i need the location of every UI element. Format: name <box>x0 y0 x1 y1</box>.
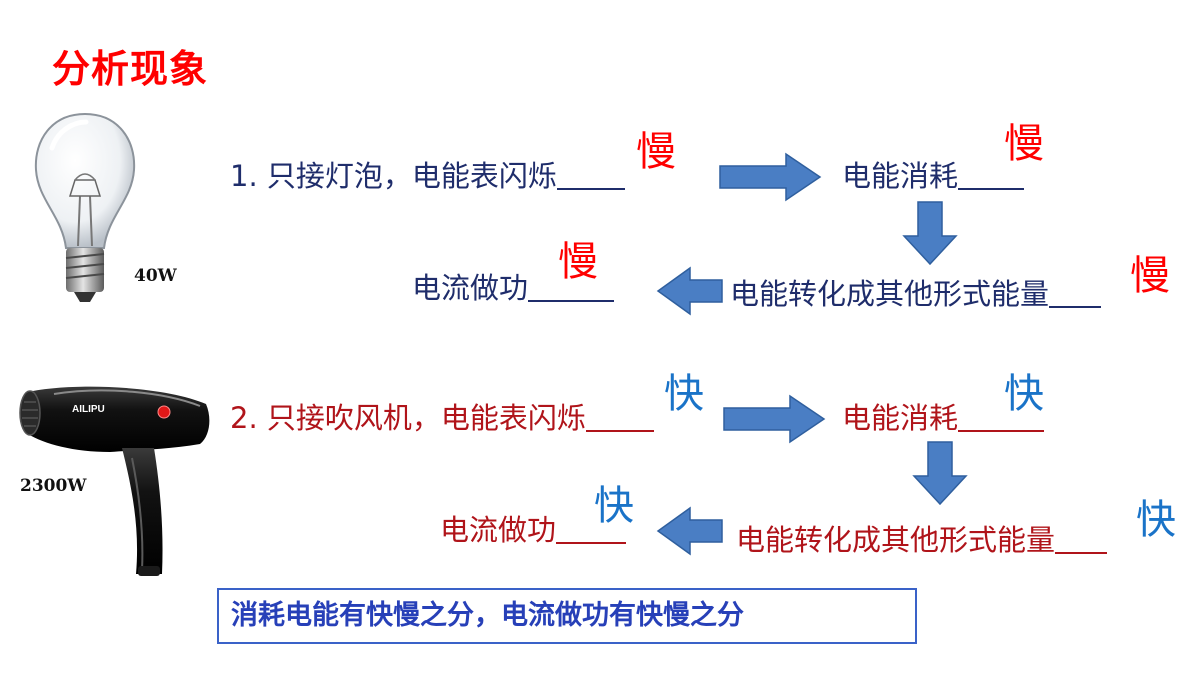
case2-blank-3 <box>1055 522 1108 554</box>
case2-step1-text: 2. 只接吹风机，电能表闪烁 <box>230 401 586 435</box>
hair-dryer-icon: AILIPU <box>19 386 210 576</box>
case2-blank-2 <box>958 400 1045 432</box>
down-arrow-icon <box>912 441 968 506</box>
case1-step2-text: 电能消耗 <box>842 159 959 193</box>
case1-step3: 电能转化成其他形式能量 <box>730 274 1102 314</box>
case1-step1: 1. 只接灯泡，电能表闪烁 <box>230 156 625 196</box>
case1-answer-4: 慢 <box>558 239 598 285</box>
case1-step4-text: 电流做功 <box>412 271 529 305</box>
case1-blank-4 <box>528 270 615 302</box>
case2-blank-1 <box>585 400 654 432</box>
case2-step4-text: 电流做功 <box>440 513 557 547</box>
dryer-power-label: 2300W <box>20 476 87 496</box>
case1-blank-3 <box>1049 276 1102 308</box>
case2-step3: 电能转化成其他形式能量 <box>736 520 1108 560</box>
case2-answer-3: 快 <box>1136 497 1176 543</box>
case2-step1: 2. 只接吹风机，电能表闪烁 <box>230 398 654 438</box>
case2-blank-4 <box>556 512 627 544</box>
case2-step2-text: 电能消耗 <box>842 401 959 435</box>
case1-blank-1 <box>556 158 625 190</box>
case2-answer-1: 快 <box>664 371 704 417</box>
case1-step3-text: 电能转化成其他形式能量 <box>730 277 1050 311</box>
case1-answer-3: 慢 <box>1130 253 1170 299</box>
case2-answer-4: 快 <box>594 483 634 529</box>
down-arrow-icon <box>902 201 958 266</box>
page-title: 分析现象 <box>52 47 209 91</box>
case2-step3-text: 电能转化成其他形式能量 <box>736 523 1056 557</box>
dryer-brand-text: AILIPU <box>72 404 105 415</box>
case1-answer-1: 慢 <box>636 129 676 175</box>
case2-step4: 电流做功 <box>440 510 627 550</box>
case1-step4: 电流做功 <box>412 268 615 308</box>
left-arrow-icon <box>656 266 723 316</box>
case1-step1-text: 1. 只接灯泡，电能表闪烁 <box>230 159 557 193</box>
case1-blank-2 <box>958 158 1025 190</box>
case1-answer-2: 慢 <box>1004 121 1044 167</box>
case1-step2: 电能消耗 <box>842 156 1025 196</box>
case2-step2: 电能消耗 <box>842 398 1045 438</box>
right-arrow-icon <box>723 394 826 444</box>
light-bulb-icon <box>34 112 136 302</box>
case2-answer-2: 快 <box>1004 371 1044 417</box>
summary-box: 消耗电能有快慢之分，电流做功有快慢之分 <box>217 588 917 644</box>
right-arrow-icon <box>719 152 822 202</box>
left-arrow-icon <box>656 506 723 556</box>
bulb-power-label: 40W <box>134 266 177 286</box>
